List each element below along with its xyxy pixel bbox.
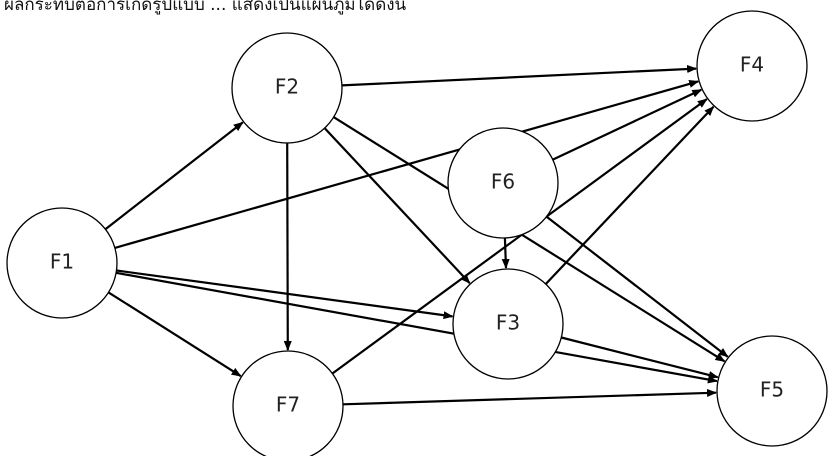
- edge-f7-to-f4: [331, 98, 708, 375]
- node-circle: [447, 127, 559, 239]
- edge-f1-to-f7: [107, 291, 242, 378]
- node-f5: F5: [716, 335, 828, 447]
- node-f2: F2: [231, 32, 343, 144]
- edge-f7-to-f5: [342, 388, 717, 406]
- edge-f1-to-f5: [115, 271, 718, 384]
- edge-f2-to-f5: [333, 116, 726, 363]
- node-f1: F1: [6, 207, 118, 319]
- edge-f2-to-f3: [323, 127, 471, 284]
- edge-f6-to-f3: [501, 237, 510, 269]
- node-circle: [452, 268, 564, 380]
- edge-f1-to-f3: [116, 269, 454, 320]
- node-label: F1: [50, 250, 74, 274]
- node-label: F6: [491, 170, 515, 194]
- edge-f1-to-f4: [114, 80, 700, 249]
- edge-f6-to-f4: [552, 88, 703, 161]
- node-label: F2: [275, 75, 299, 99]
- node-circle: [232, 350, 344, 456]
- edge-f3-to-f4: [545, 105, 715, 285]
- node-circle: [716, 335, 828, 447]
- node-circle: [231, 32, 343, 144]
- node-f6: F6: [447, 127, 559, 239]
- node-f7: F7: [232, 350, 344, 456]
- edge-f1-to-f2: [104, 121, 244, 231]
- edge-f3-to-f5: [561, 336, 719, 379]
- node-label: F7: [276, 393, 300, 417]
- node-circle: [6, 207, 118, 319]
- edge-f2-to-f4: [341, 65, 698, 87]
- node-label: F5: [760, 378, 784, 402]
- edges-layer: [104, 65, 729, 406]
- node-f3: F3: [452, 268, 564, 380]
- node-label: F3: [496, 311, 520, 335]
- node-f4: F4: [696, 10, 808, 122]
- node-circle: [696, 10, 808, 122]
- caption-text: ผลกระทบต่อการเกิดรูปแบบ ... แสดงเป็นแผนภ…: [4, 0, 407, 15]
- node-label: F4: [740, 53, 764, 77]
- edge-f2-to-f7: [283, 142, 292, 351]
- edge-f6-to-f5: [545, 215, 729, 358]
